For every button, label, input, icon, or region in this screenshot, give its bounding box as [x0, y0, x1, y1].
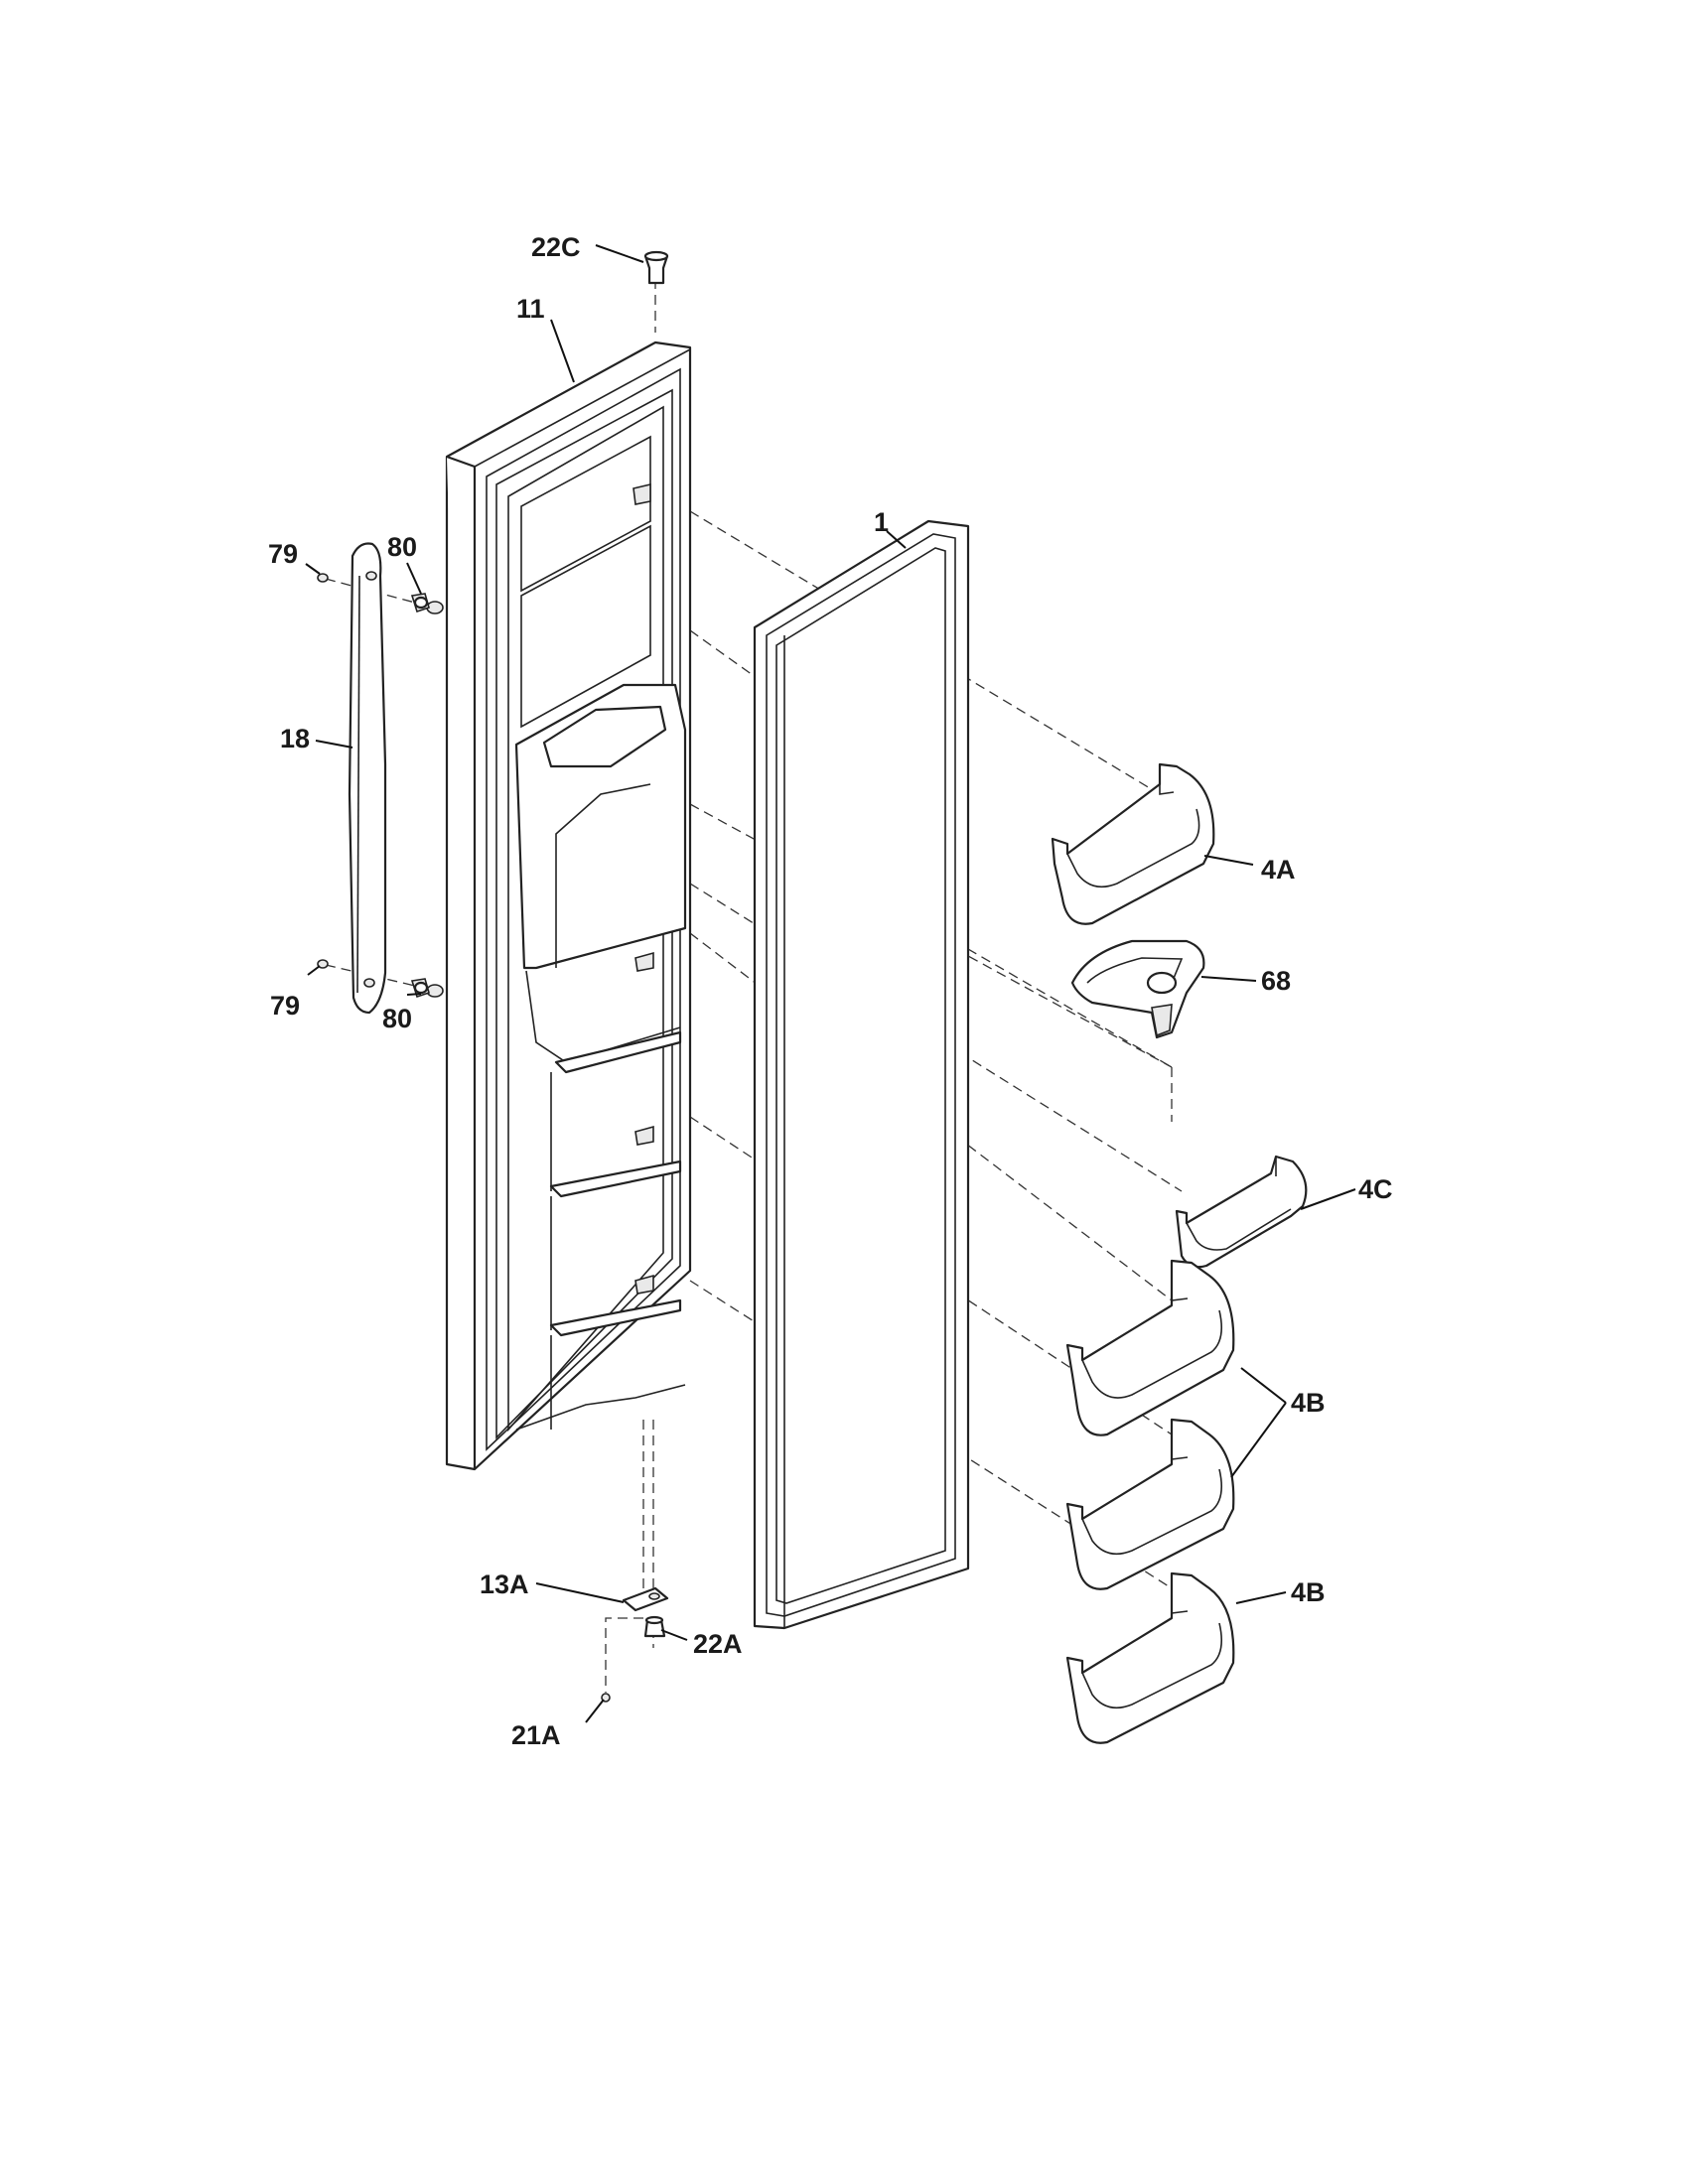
door-bin-4a — [1051, 762, 1215, 925]
screw-79-bottom — [317, 959, 329, 969]
callout-80-top: 80 — [387, 532, 417, 562]
callout-4b-single: 4B — [1291, 1577, 1326, 1607]
hinge-pin-22a — [643, 1615, 666, 1638]
door-bin-4b-upper — [1065, 1259, 1235, 1436]
door-bin-4c — [1175, 1155, 1308, 1269]
stud-80-top — [410, 593, 430, 614]
callout-79-bottom: 79 — [270, 991, 300, 1021]
callout-68: 68 — [1261, 966, 1291, 996]
door-handle-18 — [348, 542, 387, 1015]
callout-1: 1 — [874, 507, 889, 537]
callout-13a: 13A — [480, 1570, 529, 1599]
callout-labels: 22C 11 1 79 80 18 79 80 4A 68 4C 4B 4B 1… — [268, 232, 1393, 1750]
callout-4b-pair: 4B — [1291, 1388, 1326, 1418]
door-bin-4b-lower — [1065, 1571, 1235, 1744]
callout-22c: 22C — [531, 232, 581, 262]
hinge-pin-22c — [643, 250, 669, 285]
door-gasket-1 — [753, 519, 970, 1630]
door-bin-4b-middle — [1065, 1418, 1235, 1590]
hinge-bracket-13a — [622, 1586, 669, 1612]
callout-79-top: 79 — [268, 539, 298, 569]
callout-4a: 4A — [1261, 855, 1296, 885]
screw-79-top — [317, 573, 329, 583]
callout-18: 18 — [280, 724, 310, 753]
callout-80-bottom: 80 — [382, 1004, 412, 1033]
callout-21a: 21A — [511, 1720, 561, 1750]
callout-22a: 22A — [693, 1629, 743, 1659]
callout-11: 11 — [516, 294, 545, 324]
dispenser-funnel-68 — [1070, 939, 1205, 1039]
callout-4c: 4C — [1358, 1174, 1393, 1204]
door-assembly-11 — [426, 341, 692, 1471]
stud-80-bottom — [410, 978, 430, 999]
leader-lines — [305, 244, 1356, 1723]
